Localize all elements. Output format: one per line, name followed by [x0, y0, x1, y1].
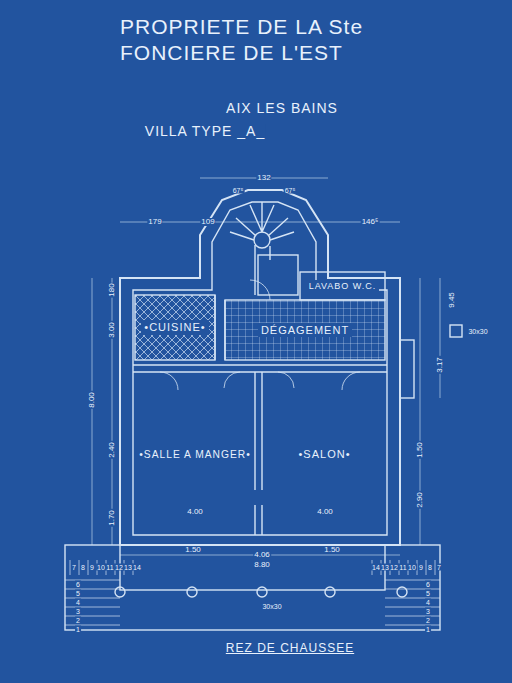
- step-number: 1: [75, 626, 81, 633]
- plan-caption: REZ DE CHAUSSEE: [225, 642, 355, 654]
- dimension: 1.50: [416, 441, 424, 459]
- dimension: 3.00: [108, 321, 116, 339]
- dimension: 8.80: [253, 561, 271, 569]
- room-name: DÉGAGEMENT: [258, 323, 352, 338]
- room-area: DÉGAGEMENT: [225, 300, 385, 360]
- dimension: 1.50: [184, 546, 202, 554]
- step-number: 14: [132, 564, 142, 571]
- dimension: 146⁵: [361, 218, 380, 226]
- dimension: 2.40: [108, 441, 116, 459]
- step-number: 2: [425, 617, 431, 624]
- step-number: 8: [427, 564, 433, 571]
- dimension: 1.70: [108, 509, 116, 527]
- room-name: •SALLE A MANGER•: [136, 448, 253, 462]
- dimension: 1.50: [323, 546, 341, 554]
- dimension: 30x30: [261, 603, 282, 610]
- plan-title: PROPRIETE DE LA Ste FONCIERE DE L'EST: [120, 14, 410, 67]
- step-number: 7: [436, 564, 442, 571]
- step-number: 9: [89, 564, 95, 571]
- dimension: 67⁵: [232, 187, 245, 194]
- dimension: 67⁵: [284, 187, 297, 194]
- step-number: 5: [75, 590, 81, 597]
- step-number: 4: [75, 599, 81, 606]
- room-area: •CUISINE•: [135, 295, 215, 360]
- step-number: 5: [425, 590, 431, 597]
- step-number: 1: [425, 626, 431, 633]
- dimension: 132: [256, 174, 271, 182]
- plan-heading: VILLA TYPE _A_: [144, 124, 266, 138]
- step-number: 4: [425, 599, 431, 606]
- step-number: 9: [418, 564, 424, 571]
- dimension: 4.06: [253, 551, 271, 559]
- dimension: 109: [200, 218, 215, 226]
- step-number: 2: [75, 617, 81, 624]
- room-name: •SALON•: [296, 447, 354, 462]
- dimension: 9.45: [448, 291, 456, 309]
- plan-heading: AIX LES BAINS: [225, 101, 339, 115]
- dimension: 180: [108, 282, 116, 297]
- dimension: 179: [147, 218, 162, 226]
- step-number: 3: [425, 608, 431, 615]
- step-number: 10: [407, 564, 417, 571]
- room-area: LAVABO W.C.: [300, 272, 385, 300]
- step-number: 3: [75, 608, 81, 615]
- step-number: 6: [75, 581, 81, 588]
- dimension: 8.00: [88, 391, 96, 409]
- room-name: •CUISINE•: [141, 320, 208, 335]
- dimension: 4.00: [186, 508, 204, 516]
- room-name: LAVABO W.C.: [306, 280, 380, 292]
- dimension: 4.00: [316, 508, 334, 516]
- dimension: 30x30: [467, 328, 488, 335]
- step-number: 6: [425, 581, 431, 588]
- step-number: 7: [71, 564, 77, 571]
- dimension: 3.17: [436, 356, 444, 374]
- dimension: 2.90: [416, 491, 424, 509]
- step-number: 8: [80, 564, 86, 571]
